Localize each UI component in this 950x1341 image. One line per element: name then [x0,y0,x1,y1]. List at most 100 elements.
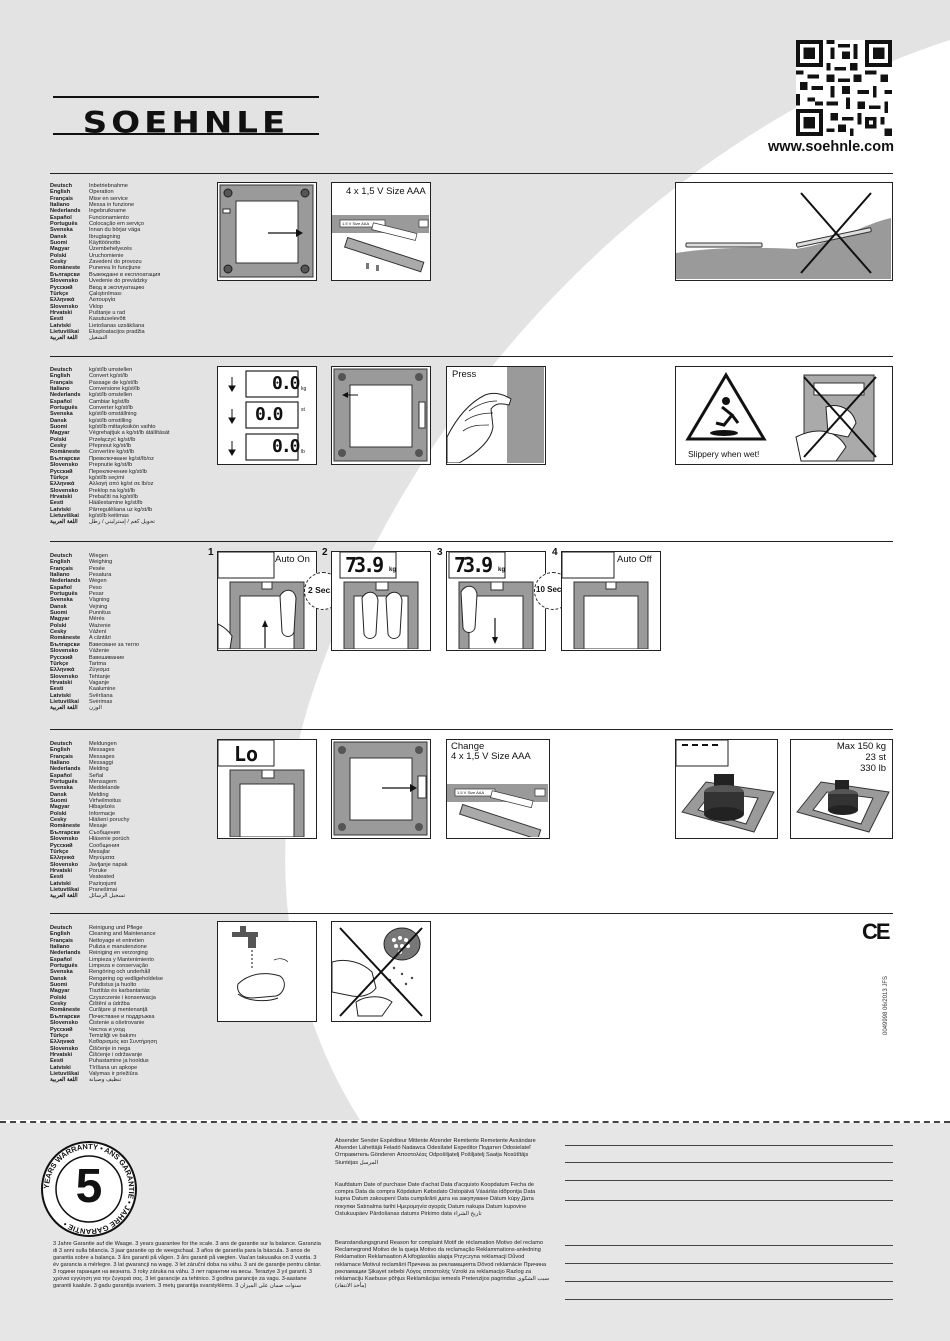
lang: Eesti [50,500,64,507]
timer-10-label: 10 Sec. [536,585,564,594]
lang: Türkçe [50,660,69,667]
line: Passage de kg/st/lb [89,379,138,386]
lang: Slovensko [50,278,78,285]
sender-field-line-1[interactable] [565,1145,893,1146]
line: Ввод в эксплуатацию [89,284,145,291]
lang: Cesky [50,1001,67,1008]
line: Pulizia e manutenzione [89,944,147,951]
low-battery-panel: Lo [217,739,317,839]
line: Reiniging en verzorging [89,950,148,957]
lang: Nederlands [50,578,81,585]
purchase-date-field-line[interactable] [565,1200,893,1201]
lang: Svenska [50,785,73,792]
logo-rule-top [53,96,319,98]
lang: Slovensko [50,1020,78,1027]
lang: Български [50,641,80,648]
line: Prepnutie kg/st/lb [89,462,133,469]
lang: Türkçe [50,1032,69,1039]
line: Messages [89,747,115,754]
line: Kaalumine [89,686,116,693]
lang: Svenska [50,597,73,604]
qr-code-icon[interactable] [796,40,892,136]
auto-on-label: Auto On [275,554,310,565]
line: Végrehajtjuk a kg/st/lb átállítását [89,430,170,437]
lang: Português [50,591,78,598]
lang: Deutsch [50,925,73,931]
scale-underside-panel [217,182,317,281]
lang: Cesky [50,259,67,266]
unit-display-panel: 0.0 kg 0.0 st 0.0 lb [217,366,317,465]
line: Inbetriebnahme [89,183,128,189]
lang: English [50,747,71,754]
lang: Português [50,405,78,412]
lang: اللغة العربية [50,335,78,342]
lang: Latviski [50,506,71,513]
lang: اللغة العربية [50,893,78,900]
complaint-field-line-4[interactable] [565,1299,893,1300]
section-divider-2 [50,356,893,357]
lang: Slovensko [50,303,78,310]
line: Rengøring og vedligeholdelse [89,975,164,982]
line: Veateated [89,874,115,881]
line: Meddelande [89,785,120,792]
lang: Lietuviškai [50,328,79,335]
lang: Svenska [50,969,73,976]
weight-display-3: 73.9 [454,553,493,577]
lang: Français [50,937,74,944]
line: Tehtanje [89,673,111,680]
damp-cloth-panel [217,921,317,1022]
step-number-1: 1 [208,547,214,558]
complaint-field-line-3[interactable] [565,1281,893,1282]
lang: Magyar [50,246,70,253]
line: Hlásenie porúch [89,836,130,843]
line: Informacje [89,810,116,817]
lang: Български [50,1013,80,1020]
line: kg/st/lb omställning [89,411,137,418]
line: تنظيف وصيانة [89,1077,122,1084]
lang: Magyar [50,988,70,995]
lang: Româneste [50,1007,81,1014]
lang: Hrvatski [50,867,73,874]
lang: Latviski [50,322,71,329]
battery-insert-panel: 4 x 1,5 V Size AAA 1.5 V Size AAA [331,182,431,281]
lang: Español [50,772,72,779]
sender-field-line-2[interactable] [565,1162,893,1163]
line: kg/st/lb keitimas [89,512,129,519]
unit-kg: kg [301,386,307,392]
line: Conversione kg/st/lb [89,386,140,393]
line: Čistenie a ošetrovanie [89,1020,145,1027]
line: Čiščenje in nega [89,1045,131,1052]
lang: Slovensko [50,487,78,494]
lang: Italiano [50,572,70,579]
line: Hibajelzés [89,804,115,811]
slippery-warning-panel: Slippery when wet! [675,366,893,465]
complaint-field-line-1[interactable] [565,1245,893,1246]
lang: Lietuviškai [50,512,79,519]
line: Melding [89,766,109,773]
warranty-card [0,1123,950,1341]
line: Ibrugtagning [89,233,121,240]
line: Превключване kg/st/lb/oz [89,455,154,462]
lang: Magyar [50,430,70,437]
line: تحويل كغم / إسترليني / رطل [89,519,155,526]
line: Mise en service [89,195,128,202]
battery-label: 4 x 1,5 V Size AAA [346,186,426,197]
complaint-field-line-2[interactable] [565,1263,893,1264]
lang: Dansk [50,791,67,798]
line: Mensagem [89,779,117,786]
lang: Svenska [50,411,73,418]
section-divider-3 [50,541,893,542]
line: Limpieza y Mantenimiento [89,956,154,963]
line: Temizliği ve bakımı [89,1032,137,1039]
sender-field-line-3[interactable] [565,1180,893,1181]
line: Tisztítás és karbantartás [89,988,150,995]
step-number-4: 4 [552,547,558,558]
lang: Dansk [50,417,67,424]
lang: Ελληνικά [50,855,75,862]
line: Pesée [89,565,105,572]
line: Häälestamine kg/st/lb [89,500,143,507]
lang: Русский [50,1026,73,1033]
website-link[interactable]: www.soehnle.com [768,139,894,155]
